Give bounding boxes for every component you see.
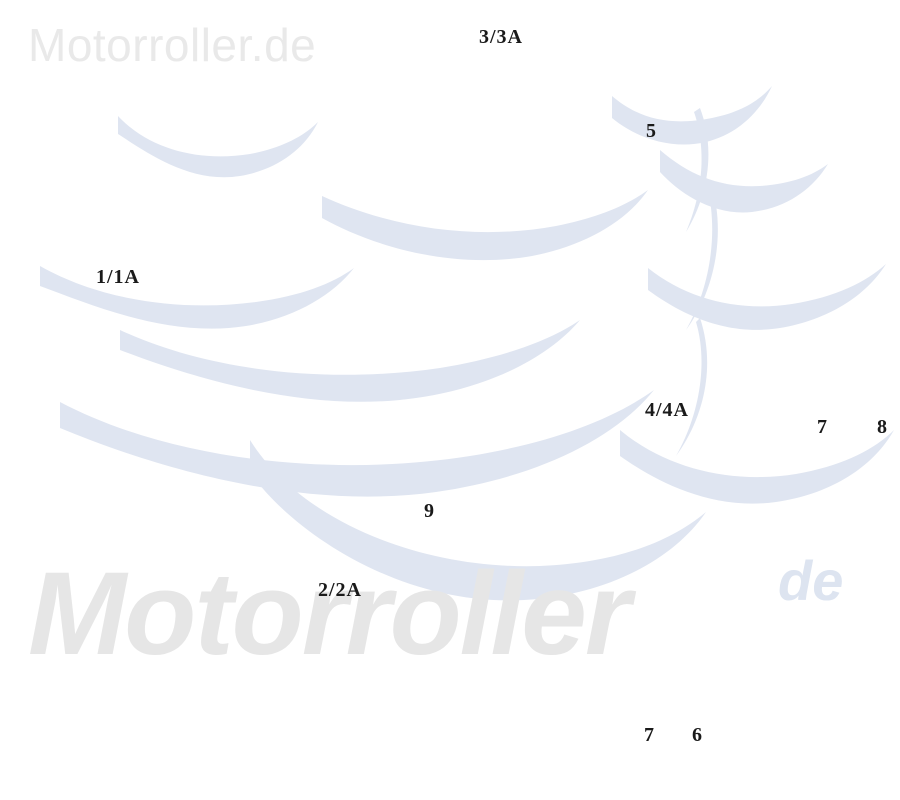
callout-label-7-upper: 7 <box>817 416 828 438</box>
callout-label-7-lower: 7 <box>644 724 655 746</box>
callout-label-1-1a: 1/1A <box>96 266 140 288</box>
watermark-bottom-suffix: de <box>778 549 844 612</box>
callout-label-2-2a: 2/2A <box>318 579 362 601</box>
callout-label-3-3a: 3/3A <box>479 26 523 48</box>
callout-label-5: 5 <box>646 120 657 142</box>
callout-label-4-4a: 4/4A <box>645 399 689 421</box>
callout-label-8: 8 <box>877 416 888 438</box>
swoosh-watermark <box>40 86 894 601</box>
watermark-top: Motorroller.de <box>28 19 317 71</box>
callout-label-6: 6 <box>692 724 703 746</box>
watermark-bottom: Motorroller <box>28 548 631 680</box>
callout-label-9: 9 <box>424 500 435 522</box>
